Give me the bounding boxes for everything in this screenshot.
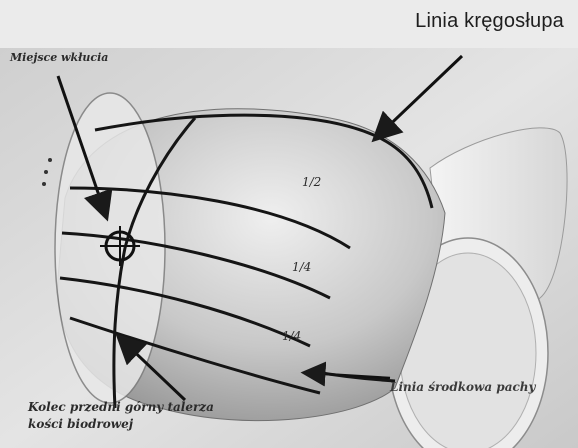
half-label: 1/2 xyxy=(302,175,321,189)
axillary-midline-label: Linia środkowa pachy xyxy=(390,380,535,394)
dot-mark xyxy=(42,182,46,186)
lower-quarter-label: 1/4 xyxy=(282,329,301,343)
injection-site-label: Miejsce wkłucia xyxy=(10,51,108,64)
upper-quarter-label: 1/4 xyxy=(292,260,311,274)
iliac-spine-label-line1: Kolec przedni górny talerza xyxy=(28,400,214,414)
dot-mark xyxy=(48,158,52,162)
iliac-spine-label-line2: kości biodrowej xyxy=(28,417,133,431)
torso-end-cylinder xyxy=(55,93,165,403)
header-title: Linia kręgosłupa xyxy=(415,10,564,33)
anatomical-photo: Miejsce wkłucia 1/2 1/4 1/4 Linia środko… xyxy=(0,48,578,448)
dot-mark xyxy=(44,170,48,174)
header-bar: Linia kręgosłupa xyxy=(0,0,578,48)
